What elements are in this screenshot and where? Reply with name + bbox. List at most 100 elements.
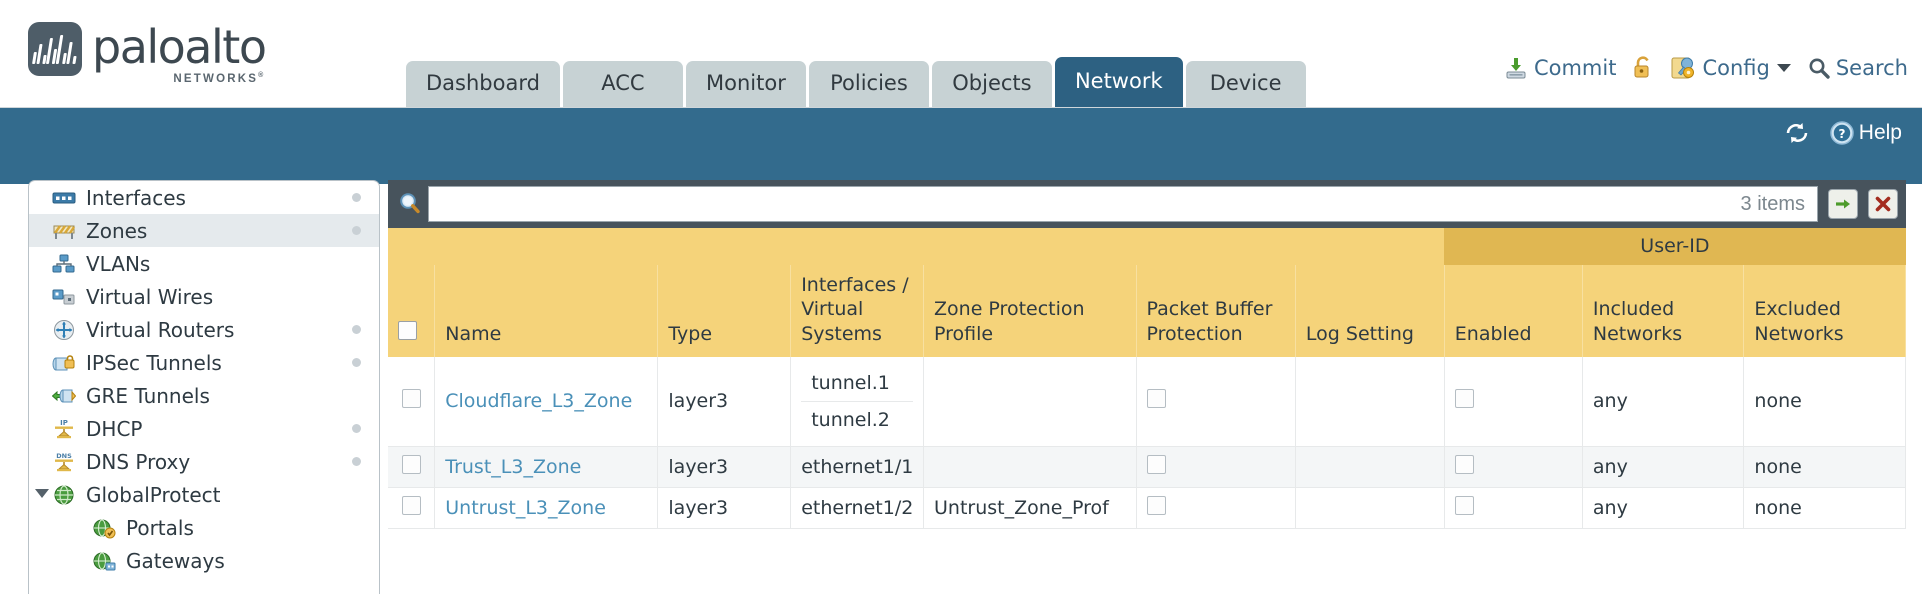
cell-packet-buffer-protection[interactable] <box>1136 446 1296 488</box>
tab-device[interactable]: Device <box>1185 61 1306 107</box>
sidebar-item-interfaces[interactable]: Interfaces <box>29 181 379 214</box>
col-header-log-setting[interactable]: Log Setting <box>1295 264 1445 357</box>
config-label: Config <box>1702 56 1770 80</box>
row-select-cell[interactable] <box>388 356 436 447</box>
top-right-toolbar: Commit Config <box>1487 48 1908 88</box>
col-header-included-networks[interactable]: Included Networks <box>1582 264 1745 357</box>
row-select-cell[interactable] <box>388 487 436 529</box>
cell-userid-enabled[interactable] <box>1444 487 1583 529</box>
col-header-name[interactable]: Name <box>434 264 659 357</box>
select-all-header[interactable] <box>388 264 436 357</box>
sidebar-item-ipsec-tunnels[interactable]: IPSec Tunnels <box>29 346 379 379</box>
zone-name-link[interactable]: Trust_L3_Zone <box>445 455 582 478</box>
svg-text:DNS: DNS <box>56 452 72 460</box>
sidebar-item-zones[interactable]: Zones <box>29 214 379 247</box>
cell-included-networks: any <box>1582 356 1745 447</box>
tab-monitor[interactable]: Monitor <box>685 61 806 107</box>
zone-name-link[interactable]: Cloudflare_L3_Zone <box>445 390 633 413</box>
commit-label: Commit <box>1533 56 1617 80</box>
search-input[interactable]: 3 items <box>428 186 1818 222</box>
cell-log-setting <box>1295 487 1445 529</box>
row-select-cell[interactable] <box>388 446 436 488</box>
cell-interfaces: tunnel.1 tunnel.2 <box>790 356 925 447</box>
col-header-packet-buffer-protection[interactable]: Packet Buffer Protection <box>1136 264 1296 357</box>
col-header-type[interactable]: Type <box>657 264 792 357</box>
help-button[interactable]: ? Help <box>1829 120 1902 146</box>
dhcp-icon: IP <box>51 418 77 440</box>
cell-log-setting <box>1295 356 1445 447</box>
packet-buffer-protection-checkbox[interactable] <box>1146 389 1166 409</box>
sidebar-item-virtual-routers[interactable]: Virtual Routers <box>29 313 379 346</box>
items-count: 3 items <box>1740 192 1805 215</box>
cell-name[interactable]: Cloudflare_L3_Zone <box>434 356 659 447</box>
gateways-icon <box>91 550 117 572</box>
col-header-excluded-networks[interactable]: Excluded Networks <box>1743 264 1906 357</box>
cell-excluded-networks: none <box>1743 356 1906 447</box>
sidebar-item-dhcp[interactable]: IP DHCP <box>29 412 379 445</box>
sidebar-item-gateways[interactable]: Gateways <box>29 544 379 577</box>
network-sidebar: Interfaces Zones <box>28 180 380 594</box>
zones-panel: 3 items <box>388 180 1906 594</box>
apply-filter-button[interactable] <box>1828 189 1858 219</box>
table-row[interactable]: Untrust_L3_Zone layer3 ethernet1/2 Untru… <box>388 487 1906 529</box>
table-group-header-row: User-ID <box>388 228 1906 265</box>
cell-packet-buffer-protection[interactable] <box>1136 356 1296 447</box>
row-checkbox[interactable] <box>401 495 421 515</box>
cell-name[interactable]: Trust_L3_Zone <box>434 446 659 488</box>
sidebar-item-dns-proxy[interactable]: DNS DNS Proxy <box>29 445 379 478</box>
sidebar-item-label: Virtual Wires <box>86 284 214 309</box>
search-label: Search <box>1835 56 1908 80</box>
clear-filter-button[interactable] <box>1868 189 1898 219</box>
red-x-icon <box>1875 196 1891 212</box>
cell-userid-enabled[interactable] <box>1444 446 1583 488</box>
sidebar-item-label: Gateways <box>126 548 225 573</box>
sidebar-item-globalprotect[interactable]: GlobalProtect <box>29 478 379 511</box>
paloalto-logo-icon <box>28 22 82 76</box>
search-icon[interactable] <box>392 186 428 222</box>
sidebar-item-label: GRE Tunnels <box>86 383 210 408</box>
userid-enabled-checkbox[interactable] <box>1454 389 1474 409</box>
status-dot <box>352 358 361 367</box>
sidebar-item-portals[interactable]: Portals <box>29 511 379 544</box>
expand-collapse-icon[interactable] <box>35 489 49 498</box>
search-icon <box>1809 58 1830 79</box>
status-dot <box>352 424 361 433</box>
config-button[interactable]: Config <box>1670 55 1791 81</box>
zone-name-link[interactable]: Untrust_L3_Zone <box>445 496 606 519</box>
svg-text:?: ? <box>1838 127 1845 141</box>
refresh-button[interactable] <box>1783 120 1811 146</box>
row-checkbox[interactable] <box>401 389 421 409</box>
sidebar-item-label: Portals <box>126 515 194 540</box>
tab-network[interactable]: Network <box>1054 57 1183 107</box>
search-button[interactable]: Search <box>1807 56 1908 80</box>
cell-name[interactable]: Untrust_L3_Zone <box>434 487 659 529</box>
lock-button[interactable] <box>1632 55 1654 81</box>
tab-policies[interactable]: Policies <box>808 61 929 107</box>
sidebar-item-label: VLANs <box>86 251 151 276</box>
cell-interfaces: ethernet1/1 <box>790 446 925 488</box>
tab-dashboard[interactable]: Dashboard <box>406 61 560 107</box>
row-checkbox[interactable] <box>401 454 421 474</box>
col-header-enabled[interactable]: Enabled <box>1444 264 1583 357</box>
tab-objects[interactable]: Objects <box>931 61 1052 107</box>
commit-button[interactable]: Commit <box>1503 55 1617 81</box>
col-header-zone-protection-profile[interactable]: Zone Protection Profile <box>923 264 1137 357</box>
brand-name: paloalto <box>92 20 267 74</box>
select-all-checkbox[interactable] <box>398 321 417 341</box>
packet-buffer-protection-checkbox[interactable] <box>1146 495 1166 515</box>
userid-enabled-checkbox[interactable] <box>1454 495 1474 515</box>
userid-enabled-checkbox[interactable] <box>1454 454 1474 474</box>
sidebar-item-gre-tunnels[interactable]: GRE Tunnels <box>29 379 379 412</box>
chevron-down-icon[interactable] <box>1776 64 1791 72</box>
col-header-interfaces-virtual-systems[interactable]: Interfaces / Virtual Systems <box>790 264 925 357</box>
sidebar-item-vlans[interactable]: VLANs <box>29 247 379 280</box>
packet-buffer-protection-checkbox[interactable] <box>1146 454 1166 474</box>
refresh-icon <box>1786 123 1808 143</box>
filter-bar: 3 items <box>388 180 1906 228</box>
sidebar-item-virtual-wires[interactable]: Virtual Wires <box>29 280 379 313</box>
cell-userid-enabled[interactable] <box>1444 356 1583 447</box>
tab-acc[interactable]: ACC <box>562 61 683 107</box>
table-row[interactable]: Trust_L3_Zone layer3 ethernet1/1 any non… <box>388 446 1906 488</box>
interface-item: tunnel.2 <box>811 408 890 431</box>
cell-packet-buffer-protection[interactable] <box>1136 487 1296 529</box>
